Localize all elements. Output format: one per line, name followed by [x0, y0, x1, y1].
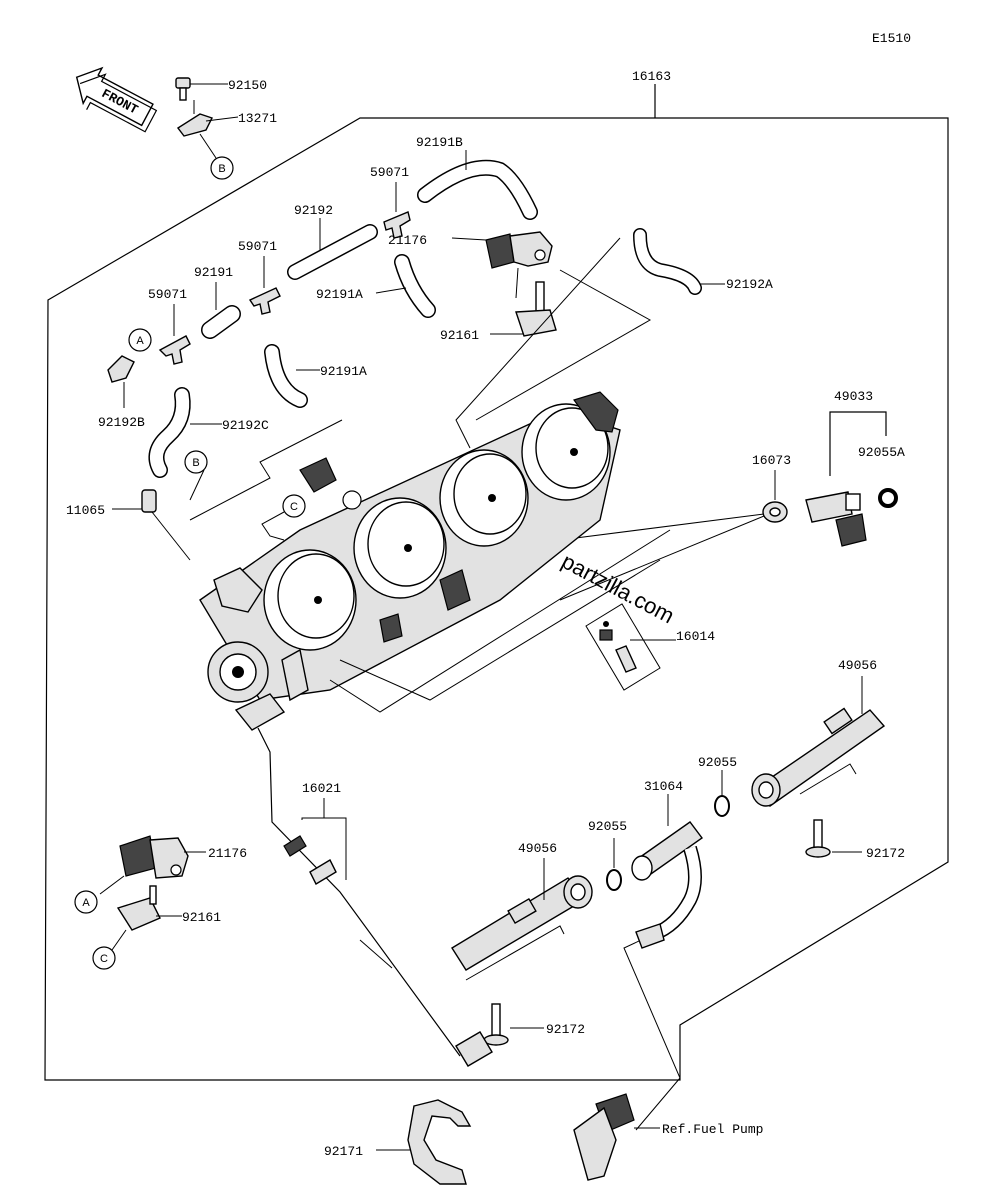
bracket-13271 — [176, 100, 239, 159]
ref-marker-C-bottom: C — [92, 946, 116, 970]
hose-92192 — [287, 218, 378, 280]
label-59071-left: 59071 — [148, 287, 187, 302]
hose-92191B — [417, 150, 538, 220]
sensor-21176-bottom — [99, 835, 206, 895]
o-ring-92055-mid — [606, 838, 622, 891]
ref-marker-B-top: B — [210, 156, 234, 180]
injector-49033 — [805, 411, 887, 547]
label-92191A-mid: 92191A — [320, 364, 367, 379]
bolt-92172-bottom — [483, 1003, 544, 1046]
holder-92161-top — [490, 267, 557, 337]
label-16163: 16163 — [632, 69, 671, 84]
label-92161-bottom: 92161 — [182, 910, 221, 925]
svg-text:A: A — [136, 335, 144, 347]
sensor-21176-top — [451, 231, 553, 269]
label-92172-bottom: 92172 — [546, 1022, 585, 1037]
ref-marker-A-bottom: A — [74, 890, 98, 914]
screw-kit-16014 — [585, 603, 676, 691]
hose-92191A-top — [375, 254, 436, 318]
svg-text:B: B — [192, 457, 199, 469]
throttle-body-assembly — [199, 391, 621, 731]
label-49056-mid: 49056 — [518, 841, 557, 856]
label-92161-top: 92161 — [440, 328, 479, 343]
tee-fitting-59071-mid — [248, 256, 281, 315]
front-direction-arrow: FRONT — [75, 66, 158, 133]
ref-marker-A-top: A — [107, 328, 152, 408]
label-92055A: 92055A — [858, 445, 905, 460]
label-92192B: 92192B — [98, 415, 145, 430]
cable-16021 — [257, 727, 493, 1067]
sub-assembly-lines — [189, 237, 671, 713]
label-92192: 92192 — [294, 203, 333, 218]
bolt-92172-right — [805, 819, 862, 858]
bolt-92150 — [175, 77, 228, 101]
joint-31064 — [631, 794, 703, 941]
svg-text:B: B — [218, 163, 225, 175]
label-92191: 92191 — [194, 265, 233, 280]
label-92192A: 92192A — [726, 277, 773, 292]
fuel-rail-49056-right — [751, 676, 886, 807]
svg-text:C: C — [100, 953, 108, 965]
throttle-bore-1 — [263, 549, 357, 651]
diagram-code: E1510 — [872, 31, 911, 46]
label-92172-right: 92172 — [866, 846, 905, 861]
hose-92192C — [148, 387, 222, 478]
label-49033: 49033 — [834, 389, 873, 404]
o-ring-92055A — [878, 488, 898, 508]
label-59071-mid: 59071 — [238, 239, 277, 254]
label-16073: 16073 — [752, 453, 791, 468]
label-92192C: 92192C — [222, 418, 269, 433]
o-ring-92055-right — [714, 770, 730, 817]
ref-marker-B-mid: B — [184, 450, 208, 501]
svg-text:A: A — [82, 897, 90, 909]
label-92191B: 92191B — [416, 135, 463, 150]
tee-fitting-59071-top — [383, 182, 411, 239]
tee-fitting-59071-left — [158, 304, 191, 365]
fuel-pump-hose — [573, 923, 681, 1181]
label-92171: 92171 — [324, 1144, 363, 1159]
label-92055-right: 92055 — [698, 755, 737, 770]
svg-text:C: C — [290, 501, 298, 513]
hose-92191 — [201, 282, 241, 339]
label-92150: 92150 — [228, 78, 267, 93]
assembly-boundary — [44, 84, 949, 1081]
label-49056-right: 49056 — [838, 658, 877, 673]
label-21176-bottom: 21176 — [208, 846, 247, 861]
label-16014: 16014 — [676, 629, 715, 644]
label-92055-mid: 92055 — [588, 819, 627, 834]
label-16021: 16021 — [302, 781, 341, 796]
label-ref-fuel-pump: Ref.Fuel Pump — [662, 1122, 763, 1137]
cap-11065 — [112, 489, 191, 561]
holder-92161-bottom — [111, 885, 182, 951]
clamp-92171 — [376, 1099, 472, 1185]
hose-92192A — [633, 228, 725, 295]
label-21176-top: 21176 — [388, 233, 427, 248]
hose-92191A-mid — [264, 344, 320, 408]
ref-marker-C-mid: C — [261, 494, 306, 541]
label-92191A-top: 92191A — [316, 287, 363, 302]
throttle-bore-4 — [521, 403, 611, 501]
label-13271: 13271 — [238, 111, 277, 126]
seal-16073 — [559, 470, 788, 601]
throttle-bore-3 — [439, 449, 529, 547]
throttle-bore-2 — [353, 497, 447, 599]
fuel-rail-49056-mid — [451, 858, 593, 981]
label-11065: 11065 — [66, 503, 105, 518]
label-59071-top: 59071 — [370, 165, 409, 180]
watermark: partzilla.com — [558, 548, 679, 628]
throttle-pulley — [207, 641, 269, 703]
label-31064: 31064 — [644, 779, 683, 794]
